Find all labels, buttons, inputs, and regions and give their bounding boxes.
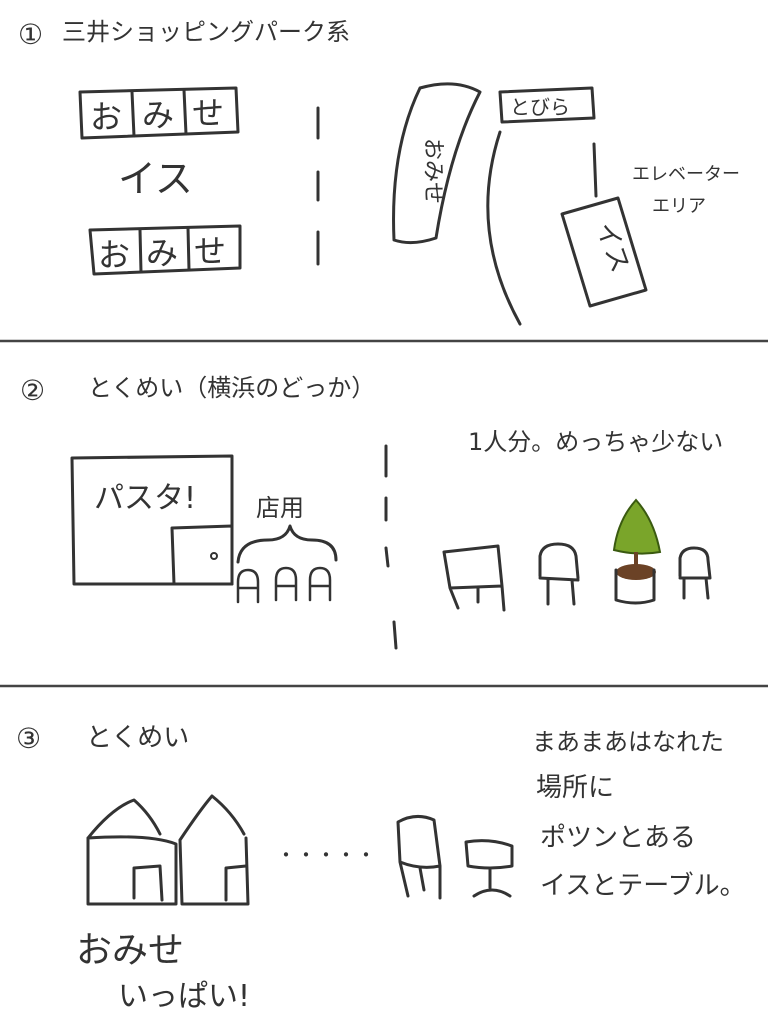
shop-char: お	[98, 236, 130, 274]
panel-3-number: ③	[16, 722, 41, 755]
note-line-3: ポツンとある	[540, 823, 696, 853]
shop-char: み	[146, 234, 178, 272]
house-door	[132, 864, 164, 902]
curved-shop-label: おみせ	[420, 138, 445, 204]
note-line-2: 場所に	[536, 773, 614, 803]
shop-block-bottom-divider	[186, 226, 191, 272]
note-line-1: まあまあはなれた	[532, 728, 724, 756]
house-door	[224, 864, 248, 902]
door-knob	[210, 552, 218, 560]
door-box	[498, 86, 596, 124]
shop-houses	[86, 794, 250, 906]
shops-label: おみせ	[76, 930, 184, 971]
shop-block-top: お み せ	[78, 86, 240, 140]
panel-1-number: ①	[18, 18, 43, 51]
pot-icon	[614, 568, 656, 605]
elevator-wall	[592, 142, 598, 198]
store-use-label: 店用	[256, 494, 304, 522]
shop-block-top-divider	[130, 90, 136, 138]
house-icon	[178, 794, 250, 906]
panel-2-title: とくめい（横浜のどっか）	[88, 374, 375, 402]
curved-shop-outline	[392, 82, 482, 245]
panel-1-title: 三井ショッピングパーク系	[62, 18, 350, 46]
walkway-curve	[486, 130, 522, 326]
chair-icon	[396, 815, 442, 900]
chair-label-left: イス	[118, 157, 193, 201]
panel-2-number: ②	[20, 374, 45, 407]
table-icon	[442, 544, 506, 612]
many-label: いっぱい!	[118, 979, 250, 1014]
elevator-label: エレベーター	[632, 164, 740, 185]
panel-3: ③ とくめい ・・・・・ おみせ いっぱい! まあまあはなれた 場所に ポツンと…	[16, 722, 746, 1014]
pasta-label: パスタ!	[94, 481, 196, 516]
shop-block-bottom-outline	[88, 224, 242, 276]
shop-char: せ	[192, 94, 224, 132]
area-label: エリア	[652, 196, 706, 217]
note-line-4: イスとテーブル。	[540, 871, 746, 901]
ellipsis-dots: ・・・・・	[276, 843, 376, 867]
chair-box	[560, 196, 648, 308]
dashed-divider-2	[384, 444, 398, 650]
shop-block-bottom-divider	[138, 228, 143, 274]
shop-char: お	[90, 98, 122, 136]
pasta-shop-outline	[70, 454, 234, 586]
chair-icon	[274, 566, 298, 602]
panel-3-title: とくめい	[86, 723, 189, 753]
shop-block-top-divider	[182, 88, 188, 136]
store-use-brace	[236, 524, 338, 564]
shop-char: み	[142, 96, 174, 134]
shop-char: せ	[194, 232, 226, 270]
pasta-shop-door	[170, 524, 234, 586]
potted-tree	[612, 498, 662, 605]
door-label: とびら	[510, 95, 570, 119]
chair-icon	[308, 566, 332, 602]
one-person-note: 1人分。めっちゃ少ない	[468, 428, 723, 456]
shop-block-bottom: お み せ	[88, 224, 242, 276]
house-icon	[86, 798, 178, 906]
table-icon	[464, 839, 514, 898]
panel-1: ① 三井ショッピングパーク系 お み せ イス お み せ	[18, 18, 740, 326]
chair-icon	[236, 568, 260, 604]
tree-icon	[612, 498, 662, 555]
panel-2: ② とくめい（横浜のどっか） パスタ! 店用 1人分。めっちゃ少ない	[20, 374, 723, 650]
chair-icon	[678, 546, 712, 600]
chair-icon	[538, 542, 580, 606]
store-chairs	[236, 566, 332, 604]
